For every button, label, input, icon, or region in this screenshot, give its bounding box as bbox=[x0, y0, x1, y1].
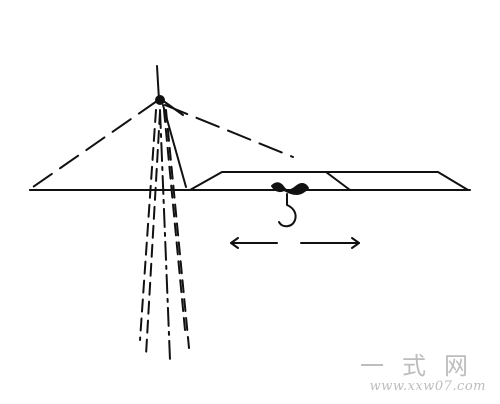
left-arrow-head bbox=[230, 237, 239, 249]
inner-dash-1 bbox=[139, 109, 157, 341]
trolley-slant-right bbox=[325, 171, 351, 191]
watermark-site-url: www.xxw07.com bbox=[369, 379, 486, 394]
right-inner-slope bbox=[162, 104, 187, 188]
inner-dash-2 bbox=[145, 111, 161, 356]
hook-shape bbox=[278, 193, 297, 228]
upper-right-short-line bbox=[161, 99, 184, 116]
hook-top-shape bbox=[271, 182, 309, 195]
left-slope-line bbox=[32, 100, 158, 188]
apex-point bbox=[155, 95, 165, 105]
mast-center-dashdot-line bbox=[159, 109, 171, 361]
right-slope-line bbox=[164, 104, 294, 158]
inner-dash-4 bbox=[165, 109, 190, 349]
trolley-frame bbox=[189, 171, 469, 191]
right-arrow-head bbox=[351, 237, 360, 249]
mast-top-line bbox=[156, 65, 160, 101]
watermark-site-name: 一式网 bbox=[360, 352, 486, 380]
watermark: 一式网 www.xxw07.com bbox=[326, 354, 486, 398]
